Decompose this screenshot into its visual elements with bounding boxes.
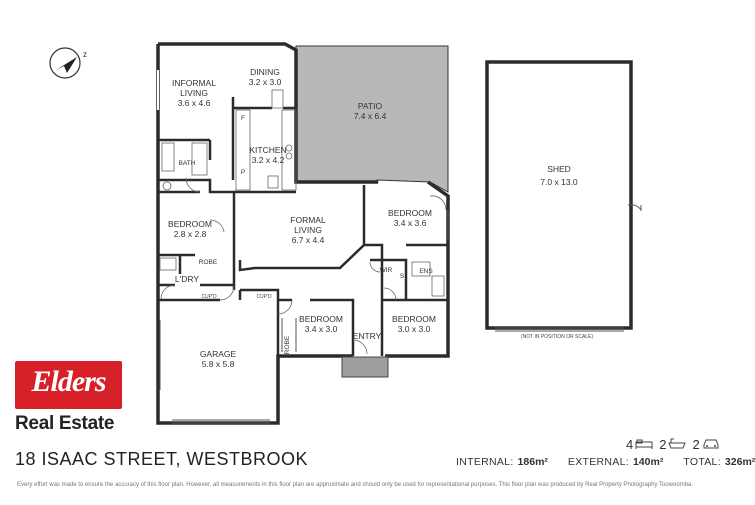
elders-logo: Elders — [15, 361, 122, 409]
patio-dims: 7.4 x 6.4 — [354, 111, 387, 121]
windows — [157, 70, 449, 424]
entry-label: ENTRY — [353, 331, 382, 341]
bath-icon — [668, 438, 687, 449]
shed-label: SHED — [547, 164, 571, 174]
internal-value: 186m² — [517, 456, 548, 468]
pantry-mark: P — [241, 169, 245, 176]
bedroom-left-label: BEDROOM — [168, 219, 212, 229]
external-value: 140m² — [632, 456, 664, 468]
external-label: EXTERNAL: — [567, 456, 629, 468]
formal-living-label: FORMAL — [290, 215, 326, 225]
garage-label: GARAGE — [200, 349, 237, 359]
property-address: 18 ISAAC STREET, WESTBROOK — [15, 449, 309, 469]
car-count: 2 — [692, 436, 700, 452]
brand-name: Real Estate — [15, 413, 115, 434]
bathroom-fixtures — [159, 142, 445, 297]
floor-plan: z — [49, 42, 642, 425]
wir-label: WIR — [380, 267, 393, 274]
bedroom-left-dims: 2.8 x 2.8 — [174, 229, 207, 239]
internal-label: INTERNAL: — [456, 456, 514, 468]
dining-label: DINING — [250, 67, 280, 77]
garage-dims: 5.8 x 5.8 — [202, 359, 235, 369]
svg-text:z: z — [83, 50, 87, 59]
informal-living-label-2: LIVING — [180, 88, 208, 98]
entry-step — [341, 356, 389, 378]
bedroom-right-label: BEDROOM — [388, 208, 432, 218]
bed-icon — [635, 439, 653, 449]
kitchen-dims: 3.2 x 4.2 — [252, 155, 285, 165]
kitchen-label: KITCHEN — [249, 145, 286, 155]
kitchen-fixtures — [235, 89, 297, 191]
informal-living-dims: 3.6 x 4.6 — [178, 98, 211, 108]
door-swings — [160, 177, 447, 355]
bedroom-middle-dims: 3.4 x 3.0 — [305, 324, 338, 334]
cupd-2-label: CUP'D — [256, 294, 272, 300]
total-label: TOTAL: — [683, 456, 721, 468]
shower-mark: S — [400, 273, 405, 280]
ens-label: ENS — [419, 268, 433, 275]
bedroom-middle-label: BEDROOM — [299, 314, 343, 324]
dining-dims: 3.2 x 3.0 — [249, 77, 282, 87]
bathroom-count: 2 — [659, 436, 667, 452]
fridge-mark: F — [241, 115, 245, 122]
laundry-label: L'DRY — [175, 274, 199, 284]
bedroom-bottom-right-dims: 3.0 x 3.0 — [398, 324, 431, 334]
north-arrow-icon: z — [49, 47, 87, 79]
interior-walls — [158, 97, 448, 356]
car-icon — [703, 439, 719, 449]
patio-label: PATIO — [358, 101, 383, 111]
disclaimer-text: Every effort was made to ensure the accu… — [17, 482, 694, 488]
shed-dims: 7.0 x 13.0 — [540, 177, 578, 187]
formal-living-label-2: LIVING — [294, 225, 322, 235]
shed-outline — [485, 60, 633, 330]
total-value: 326m² — [724, 456, 755, 468]
informal-living-label: INFORMAL — [172, 78, 216, 88]
robe-left-label: ROBE — [199, 259, 218, 266]
cupd-1-label: CUP'D — [201, 294, 217, 300]
robe-garage-label: ROBE — [284, 335, 291, 354]
area-stats: INTERNAL: 186m² EXTERNAL: 140m² TOTAL: 3… — [456, 456, 755, 468]
property-features: 4 2 2 — [622, 434, 720, 454]
bedroom-count: 4 — [626, 436, 634, 452]
formal-living-dims: 6.7 x 4.4 — [292, 235, 325, 245]
bath-label: BATH — [179, 160, 196, 167]
shed-note: (NOT IN POSITION OR SCALE) — [521, 334, 593, 340]
logo-wordmark: Elders — [31, 365, 106, 398]
bedroom-right-dims: 3.4 x 3.6 — [394, 218, 427, 228]
bedroom-bottom-right-label: BEDROOM — [392, 314, 436, 324]
